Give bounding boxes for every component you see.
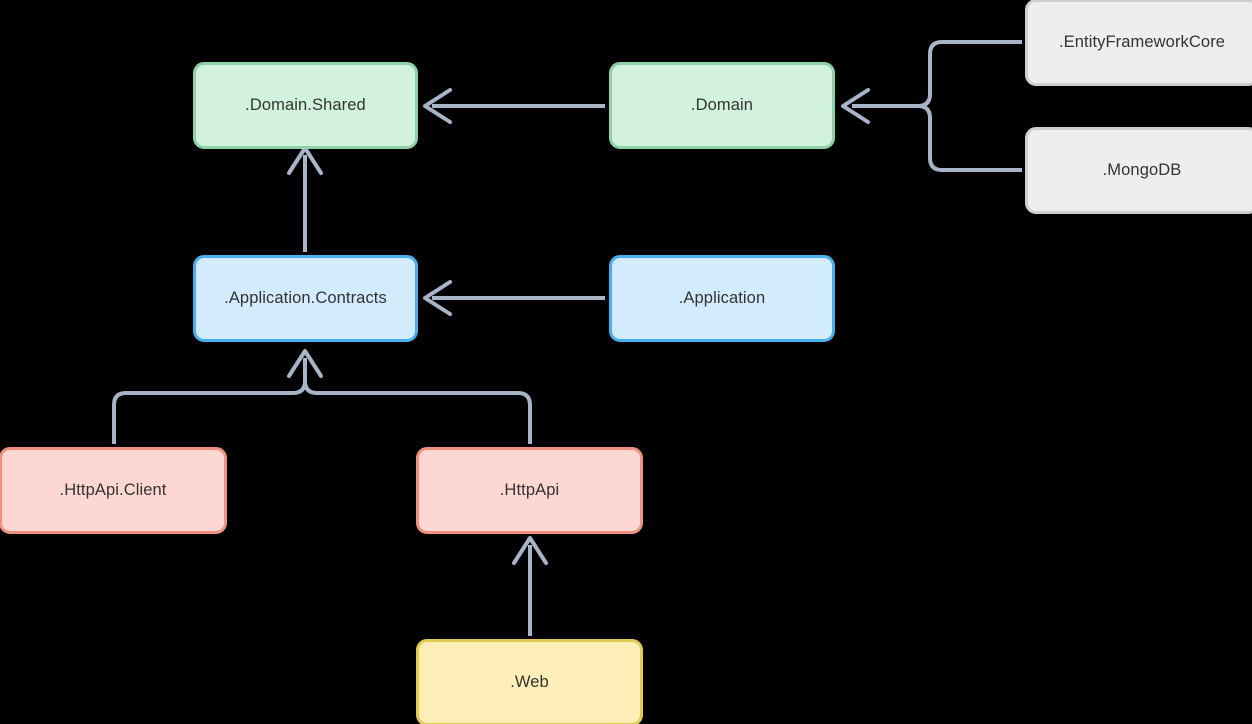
node-web[interactable]: .Web	[416, 639, 643, 724]
node-domain-shared[interactable]: .Domain.Shared	[193, 62, 418, 149]
node-label-web: .Web	[510, 672, 549, 691]
edge-httpapi-branch-to-application-contracts	[112, 349, 532, 444]
node-application[interactable]: .Application	[609, 255, 835, 342]
node-label-httpapi: .HttpApi	[499, 480, 560, 499]
node-label-domain: .Domain	[690, 95, 754, 114]
edge-efcore-mongodb-to-domain	[841, 40, 1022, 172]
node-httpapi-client[interactable]: .HttpApi.Client	[0, 447, 227, 534]
node-label-mongodb: .MongoDB	[1102, 160, 1182, 179]
node-mongodb[interactable]: .MongoDB	[1025, 127, 1252, 214]
node-application-contracts[interactable]: .Application.Contracts	[193, 255, 418, 342]
edge-web-to-httpapi	[512, 536, 548, 636]
node-label-application-contracts: .Application.Contracts	[224, 288, 387, 307]
edge-application-contracts-to-domain-shared	[287, 146, 323, 252]
edge-domain-to-domain-shared	[423, 88, 605, 124]
edge-application-to-application-contracts	[423, 280, 605, 316]
node-domain[interactable]: .Domain	[609, 62, 835, 149]
node-httpapi[interactable]: .HttpApi	[416, 447, 643, 534]
node-entityframeworkcore[interactable]: .EntityFrameworkCore	[1025, 0, 1252, 86]
node-label-application: .Application	[678, 288, 766, 307]
node-label-domain-shared: .Domain.Shared	[245, 95, 366, 114]
node-label-entityframeworkcore: .EntityFrameworkCore	[1058, 32, 1226, 51]
node-label-httpapi-client: .HttpApi.Client	[59, 480, 167, 499]
